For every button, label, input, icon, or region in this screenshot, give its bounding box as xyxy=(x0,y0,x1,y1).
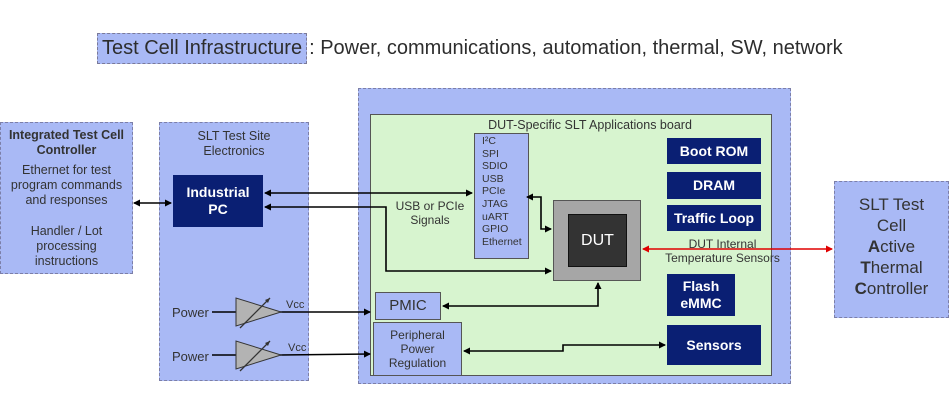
thermal-line1: SLT Test xyxy=(858,195,925,214)
industrial-pc-line1: Industrial xyxy=(186,184,250,200)
test-site-title: SLT Test Site Electronics xyxy=(159,129,309,159)
thermal-line4: Thermal xyxy=(834,257,949,278)
signals-dut-link xyxy=(526,193,552,233)
traffic-loop-block: Traffic Loop xyxy=(667,205,761,231)
flash-emmc-block: Flash eMMC xyxy=(667,274,735,316)
dram-label: DRAM xyxy=(693,177,735,193)
title-rest: : Power, communications, automation, the… xyxy=(309,36,843,59)
flash-line1: Flash xyxy=(682,278,720,294)
signal-item: I²C xyxy=(482,135,496,147)
industrial-pc-line2: PC xyxy=(208,201,228,217)
traffic-loop-label: Traffic Loop xyxy=(673,209,755,226)
thermal-line3: Active xyxy=(834,236,949,257)
pc-signals-link-2 xyxy=(264,203,552,275)
controller-desc1-line2: program commands xyxy=(10,178,123,192)
peripheral-line1: Peripheral xyxy=(390,328,445,342)
signal-item: SDIO xyxy=(482,160,508,173)
vcc-label-2: Vcc xyxy=(288,342,307,354)
dut-label: DUT xyxy=(581,231,614,249)
dram-block: DRAM xyxy=(667,172,761,199)
thermal-line4-bold: T xyxy=(860,258,871,277)
controller-ethernet-desc: Ethernet for test program commands and r… xyxy=(0,163,133,208)
regulator-symbol-2 xyxy=(235,340,283,372)
pmic-dut-link xyxy=(442,282,602,310)
thermal-controller-text: SLT Test Cell Active Thermal Controller xyxy=(834,194,949,299)
vcc-label-1: Vcc xyxy=(286,299,305,311)
thermal-line5: Controller xyxy=(834,278,949,299)
signal-item: SPI xyxy=(482,147,499,160)
industrial-pc-block: Industrial PC xyxy=(173,175,263,227)
thermal-line5-bold: C xyxy=(854,279,867,298)
power-label-2: Power xyxy=(172,349,209,364)
flash-line2: eMMC xyxy=(680,295,722,311)
controller-desc2-line1: Handler / Lot xyxy=(30,224,103,238)
dut-die: DUT xyxy=(568,214,627,267)
thermal-line3-bold: A xyxy=(867,237,881,256)
pmic-block: PMIC xyxy=(375,292,441,320)
thermal-line4-rest: hermal xyxy=(870,258,923,277)
peripheral-line2: Power xyxy=(400,342,435,356)
controller-desc1-line1: Ethernet for test xyxy=(22,163,111,177)
controller-title: Integrated Test Cell Controller xyxy=(0,128,133,158)
diagram-title: Test Cell Infrastructure : Power, commun… xyxy=(97,30,843,66)
boot-rom-block: Boot ROM xyxy=(667,138,761,164)
thermal-line5-rest: ontroller xyxy=(866,279,929,298)
dut-temp-line2: Temperature Sensors xyxy=(665,251,780,265)
power-label-1: Power xyxy=(172,305,209,320)
peripheral-power-block: Peripheral Power Regulation xyxy=(373,322,462,376)
test-cell-controller-panel xyxy=(0,122,133,274)
controller-title-line1: Integrated Test Cell xyxy=(8,128,125,142)
title-highlight: Test Cell Infrastructure xyxy=(97,32,308,64)
controller-title-line2: Controller xyxy=(36,143,97,157)
boot-rom-label: Boot ROM xyxy=(679,142,749,159)
test-site-title-line2: Electronics xyxy=(203,144,265,158)
peripheral-sensors-link xyxy=(463,341,666,355)
vcc-peripheral-line xyxy=(279,350,371,358)
signal-item: PCIe xyxy=(482,185,506,198)
controller-desc2-line2: processing xyxy=(36,239,97,253)
thermal-line2: Cell xyxy=(876,216,907,235)
controller-desc2-line3: instructions xyxy=(34,254,99,268)
controller-handler-desc: Handler / Lot processing instructions xyxy=(0,224,133,269)
signal-item: USB xyxy=(482,172,504,185)
sensors-block: Sensors xyxy=(667,325,761,365)
sensors-label: Sensors xyxy=(686,336,742,353)
thermal-line3-rest: ctive xyxy=(880,237,916,256)
test-site-title-line1: SLT Test Site xyxy=(197,129,271,143)
board-title: DUT-Specific SLT Applications board xyxy=(488,118,692,132)
thermal-controller-panel xyxy=(834,181,949,318)
regulator-symbol-1 xyxy=(235,297,283,329)
peripheral-line3: Regulation xyxy=(388,356,447,370)
controller-desc1-line3: and responses xyxy=(25,193,108,207)
pmic-label: PMIC xyxy=(389,297,427,314)
